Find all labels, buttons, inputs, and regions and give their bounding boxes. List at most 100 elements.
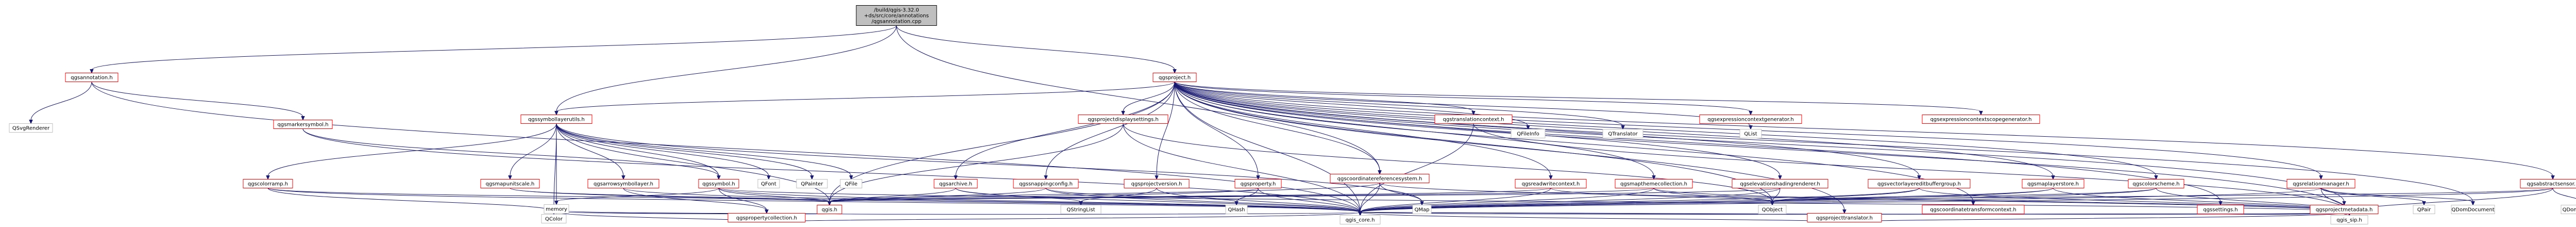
node-label: qgscoordinatetransformcontext.h (1930, 207, 2016, 213)
graph-node-n31[interactable]: qgsvectorlayereditbuffergroup.h (1868, 179, 1971, 188)
graph-node-n0: /build/qgis-3.32.0+ds/src/core/annotatio… (856, 5, 937, 26)
node-label: QFileInfo (1517, 132, 1539, 137)
graph-node-n49[interactable]: qgsexpressioncontextscopegenerator.h (1922, 115, 2040, 124)
graph-node-n34[interactable]: qgsmaplayerstore.h (2022, 179, 2084, 188)
node-box (273, 120, 333, 129)
node-label: qgscolorscheme.h (2132, 182, 2179, 187)
graph-node-n37[interactable]: qgssettings.h (2197, 205, 2244, 214)
node-label: qgssettings.h (2203, 207, 2238, 213)
dependency-edge (2320, 188, 2473, 202)
dependency-edge (1045, 82, 1175, 176)
graph-node-n10[interactable]: qgssymbol.h (698, 179, 739, 188)
graph-node-n35[interactable]: qgstranslationcontext.h (1434, 115, 1513, 124)
node-label: qgsrelationmanager.h (2293, 182, 2349, 187)
node-box (698, 179, 739, 188)
edge-arrowhead (1044, 175, 1048, 180)
graph-node-n44: QDomElement (2561, 205, 2576, 214)
graph-node-n21[interactable]: qgsproperty.h (1234, 179, 1282, 188)
node-box (1602, 129, 1643, 138)
node-box (1412, 205, 1432, 214)
dependency-edge (1174, 82, 1259, 176)
graph-node-n5[interactable]: qgsmarkersymbol.h (273, 120, 333, 129)
edge-arrowhead (2422, 201, 2426, 206)
edge-arrowhead (1079, 201, 1083, 206)
graph-node-n18[interactable]: qgsarchive.h (934, 179, 978, 188)
edge-arrowhead (2342, 201, 2346, 206)
graph-node-n43[interactable]: qgsabstractsensor.h (2520, 179, 2576, 188)
edge-arrowhead (1378, 170, 1382, 175)
node-label: qgscolorramp.h (248, 182, 288, 187)
dependency-edge (267, 188, 554, 212)
dependency-edge (91, 82, 303, 117)
dependency-edge (267, 123, 557, 176)
graph-node-n17: QColor (541, 214, 567, 223)
node-box (2451, 205, 2495, 214)
graph-node-n6[interactable]: qgssymbollayerutils.h (520, 115, 592, 124)
dependency-edge (556, 123, 852, 176)
dependency-edge (556, 82, 1175, 112)
node-label: QFont (761, 182, 776, 187)
graph-node-n38: qgis_sip.h (2330, 215, 2368, 224)
node-label: qgssymbollayerutils.h (528, 117, 585, 123)
graph-node-n39[interactable]: qgsprojectmetadata.h (2310, 205, 2379, 214)
node-box (796, 179, 828, 188)
node-box (1234, 179, 1282, 188)
graph-node-n28[interactable]: qgsmapthemecollection.h (1615, 179, 1693, 188)
dependency-edge (556, 188, 719, 202)
graph-node-n29[interactable]: qgsprojecttranslator.h (1807, 213, 1882, 222)
graph-node-n2[interactable]: qgsproject.h (1153, 73, 1197, 82)
node-box (243, 179, 293, 188)
dependency-edge (1174, 82, 2473, 202)
graph-node-n15[interactable]: qgspropertycollection.h (727, 213, 806, 222)
edge-arrowhead (810, 175, 814, 180)
graph-node-n30[interactable]: qgselevationshadingrenderer.h (1732, 179, 1828, 188)
graph-node-n27[interactable]: qgsreadwritecontext.h (1515, 179, 1587, 188)
node-box (2413, 205, 2435, 214)
dependency-edge (1174, 82, 1751, 112)
graph-node-n36[interactable]: qgscolorscheme.h (2128, 179, 2184, 188)
dependency-edge (1174, 82, 2553, 176)
node-box (9, 123, 53, 133)
graph-node-n22[interactable]: qgsprojectdisplaysettings.h (1078, 115, 1168, 124)
node-label: QDomDocument (2451, 207, 2494, 213)
graph-node-n9[interactable]: qgsarrowsymbollayer.h (587, 179, 659, 188)
edge-arrowhead (1842, 209, 1846, 214)
edge-arrowhead (90, 69, 94, 74)
graph-node-n33[interactable]: qgscoordinatetransformcontext.h (1922, 205, 2025, 214)
graph-node-n14[interactable]: qgis.h (817, 205, 842, 214)
dependency-edge (1174, 82, 1380, 171)
edge-arrowhead (2154, 175, 2158, 180)
graph-node-n46: QFileInfo (1511, 129, 1546, 138)
node-box (1732, 179, 1828, 188)
graph-node-n12: QPainter (796, 179, 828, 188)
graph-node-n32: QObject (1758, 205, 1787, 214)
graph-node-n42: QDomDocument (2451, 205, 2495, 214)
edge-arrowhead (508, 175, 512, 180)
dependency-edge (1360, 188, 1781, 213)
node-box (1153, 73, 1197, 82)
graph-node-n40[interactable]: qgsrelationmanager.h (2286, 179, 2355, 188)
node-label: +ds/src/core/annotations (864, 13, 929, 19)
edge-arrowhead (1173, 69, 1177, 74)
node-label: qgsmapunitscale.h (486, 182, 535, 187)
edge-arrowhead (717, 175, 721, 180)
node-label: qgsproperty.h (1241, 182, 1276, 187)
node-label: QDomElement (2563, 207, 2576, 213)
graph-node-n1[interactable]: qgsannotation.h (65, 73, 118, 82)
node-label: qgselevationshadingrenderer.h (1740, 182, 1820, 187)
graph-node-n8[interactable]: qgsmapunitscale.h (480, 179, 540, 188)
edge-arrowhead (266, 175, 270, 180)
graph-node-n7[interactable]: qgscolorramp.h (243, 179, 293, 188)
node-box (840, 179, 862, 188)
edge-arrowhead (2551, 175, 2555, 180)
dependency-edge (1772, 188, 2054, 202)
graph-node-n20[interactable]: qgsprojectversion.h (1124, 179, 1190, 188)
graph-node-n19[interactable]: qgssnappingconfig.h (1013, 179, 1079, 188)
node-label: qgsabstractsensor.h (2527, 182, 2576, 187)
graph-node-n23[interactable]: qgscoordinatereferencesystem.h (1330, 174, 1430, 183)
edge-arrowhead (1749, 125, 1753, 130)
graph-node-n16: memory (544, 204, 569, 214)
dependency-edge (1123, 82, 1175, 112)
graph-node-n48[interactable]: qgsexpressioncontextgenerator.h (1699, 115, 1802, 124)
dependency-edge (1174, 82, 2157, 176)
